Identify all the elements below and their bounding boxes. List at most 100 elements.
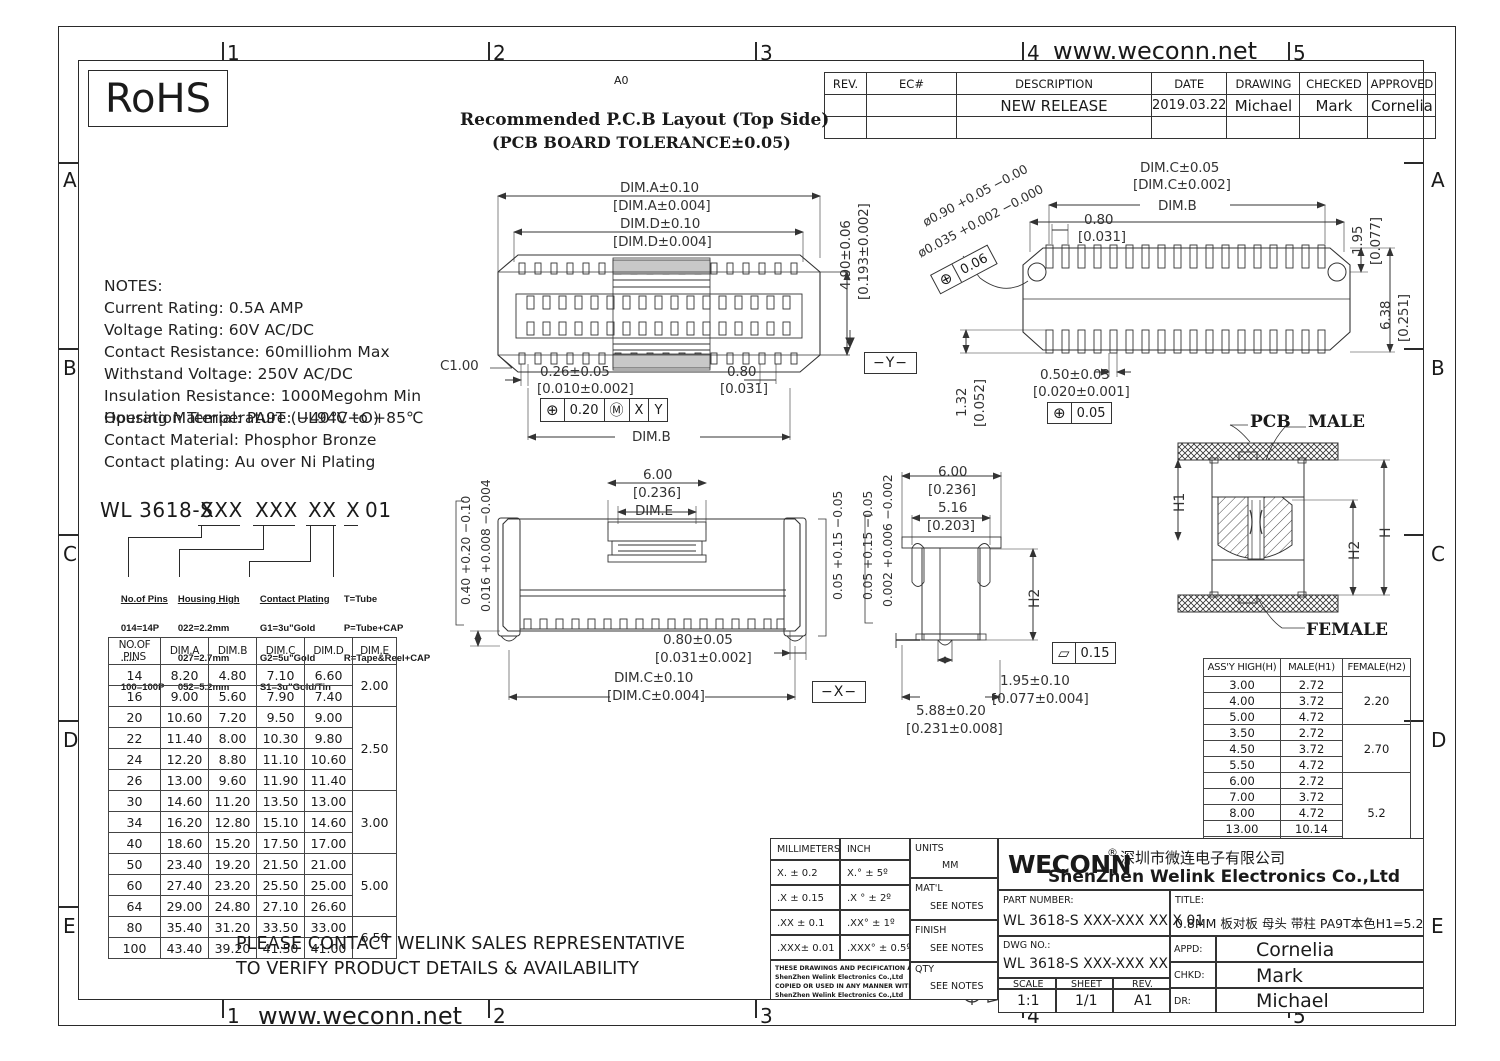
dimtab-cell-dim-b: 23.20 bbox=[208, 874, 257, 896]
rev-h5: CHECKED bbox=[1299, 72, 1369, 95]
company-registered-mark: ® bbox=[1107, 846, 1118, 859]
secv-516-inch: [0.203] bbox=[927, 518, 975, 534]
assy-cell-assy-high: 5.50 bbox=[1203, 756, 1281, 773]
dimtab-cell-dim-a: 8.20 bbox=[160, 664, 209, 686]
dimtab-cell-dim-d: 26.60 bbox=[304, 895, 353, 917]
assy-cell-assy-high: 4.50 bbox=[1203, 740, 1281, 757]
tv-edge-195: 1.95 bbox=[1350, 225, 1366, 255]
assy-h2: FEMALE(H2) bbox=[1342, 658, 1411, 677]
tv-bottom-position-frame: ⊕ 0.05 bbox=[1047, 402, 1112, 424]
pn-legend-packaging-l1: P=Tube+CAP bbox=[343, 623, 404, 635]
notes-title: NOTES: bbox=[104, 277, 163, 295]
zone-label-right-a: A bbox=[1431, 168, 1445, 192]
dimtab-cell-dim-a: 14.60 bbox=[160, 790, 209, 812]
assy-cell-male-h1: 2.72 bbox=[1280, 676, 1343, 693]
rev-h4: DRAWING bbox=[1226, 72, 1301, 95]
tol-mm-r1 bbox=[770, 885, 840, 910]
pn-legend-pins-l0: 014=14P bbox=[120, 623, 160, 635]
pcb-pad-width: 0.26±0.05 bbox=[540, 364, 610, 380]
dimtab-cell-dim-c: 33.50 bbox=[256, 916, 305, 938]
zone-label-left-a: A bbox=[63, 168, 77, 192]
materials-block: Housing Material: PA9T (UL94V−O) Contact… bbox=[104, 407, 379, 473]
tol-in-r0 bbox=[840, 860, 910, 885]
dimtab-cell-dim-a: 18.60 bbox=[160, 832, 209, 854]
dimtab-h5: DIM.E bbox=[352, 637, 397, 665]
sheet-value-cell bbox=[1056, 989, 1113, 1013]
dimtab-cell-dim-d: 10.60 bbox=[304, 748, 353, 770]
tv-edge-638-inch: [0.251] bbox=[1396, 294, 1412, 342]
sv-pitch-inch: [0.031±0.002] bbox=[655, 650, 752, 666]
pn-legend-plating-header: Contact Plating bbox=[259, 593, 330, 605]
scale-header-cell bbox=[998, 978, 1056, 989]
website-url-top[interactable]: www.weconn.net bbox=[1053, 37, 1258, 65]
dimtab-cell-dim-c: 11.10 bbox=[256, 748, 305, 770]
dimtab-cell-dim-b: 24.80 bbox=[208, 895, 257, 917]
website-url-bottom[interactable]: www.weconn.net bbox=[258, 1002, 463, 1030]
dimtab-cell-dim-d: 14.60 bbox=[304, 811, 353, 833]
dimtab-cell-dim-a: 43.40 bbox=[160, 937, 209, 959]
dimtab-cell-pins: 24 bbox=[108, 748, 161, 770]
part-number-value: WL 3618-S XXX-XXX XX X 01 bbox=[1003, 913, 1205, 929]
disclaimer-3: ShenZhen Welink Electronics Co.,Ltd bbox=[775, 992, 904, 999]
gdt-datum-x: X bbox=[630, 399, 650, 421]
zone-label-right-d: D bbox=[1431, 728, 1447, 752]
tol-in-header-cell bbox=[840, 838, 910, 860]
units-cell bbox=[910, 838, 998, 878]
dimtab-cell-dim-b: 15.20 bbox=[208, 832, 257, 854]
dimtab-cell-pins: 40 bbox=[108, 832, 161, 854]
assy-cell-male-h1: 4.72 bbox=[1280, 756, 1343, 773]
tol-in-r1 bbox=[840, 885, 910, 910]
assy-cell-male-h1: 3.72 bbox=[1280, 788, 1343, 805]
qty-value: SEE NOTES bbox=[930, 981, 984, 992]
secv-left-005-inch: 0.002 +0.006 −0.002 bbox=[880, 474, 895, 607]
pcb-layout-title-1: Recommended P.C.B Layout (Top Side) bbox=[460, 110, 830, 130]
assy-h0: ASS'Y HIGH(H) bbox=[1203, 658, 1281, 677]
sheet-value: 1/1 bbox=[1075, 993, 1098, 1009]
tol-mm-r0 bbox=[770, 860, 840, 885]
dimtab-cell-dim-c: 9.50 bbox=[256, 706, 305, 728]
units-value: MM bbox=[942, 860, 959, 871]
secv-516: 5.16 bbox=[938, 500, 968, 516]
company-brand: WECONN bbox=[1008, 850, 1132, 879]
rev-r1-approved bbox=[1367, 116, 1437, 139]
mating-female-label: FEMALE bbox=[1306, 620, 1388, 640]
assy-cell-male-h1: 4.72 bbox=[1280, 708, 1343, 725]
pcb-pad-width-inch: [0.010±0.002] bbox=[537, 381, 634, 397]
gdt-value-005: 0.05 bbox=[1076, 405, 1106, 421]
finish-value: SEE NOTES bbox=[930, 943, 984, 954]
dimtab-cell-dim-d: 25.00 bbox=[304, 874, 353, 896]
pcb-pitch: 0.80 bbox=[727, 364, 757, 380]
disclaimer-1: ShenZhen Welink Electronics Co.,Ltd bbox=[775, 974, 904, 981]
sv-dim-c: DIM.C±0.10 bbox=[614, 670, 694, 686]
mating-h2-label: H2 bbox=[1347, 540, 1363, 560]
dimtab-cell-dim-d: 13.00 bbox=[304, 790, 353, 812]
rev-r1-checked bbox=[1299, 116, 1369, 139]
dimtab-cell-dim-c: 17.50 bbox=[256, 832, 305, 854]
appd-value-cell bbox=[1216, 936, 1424, 962]
pn-legend-packaging-l0: T=Tube bbox=[343, 593, 378, 605]
dimtab-cell-dim-b: 5.60 bbox=[208, 685, 257, 707]
pcb-layout-title-2: (PCB BOARD TOLERANCE±0.05) bbox=[492, 133, 791, 152]
zone-label-top-5: 5 bbox=[1293, 41, 1306, 65]
disclaimer-0: THESE DRAWINGS AND PECIFICATION ARE Weli… bbox=[775, 965, 947, 972]
secv-195-inch: [0.077±0.004] bbox=[992, 691, 1089, 707]
chkd-value: Mark bbox=[1256, 965, 1303, 987]
zone-label-left-b: B bbox=[63, 356, 77, 380]
dimtab-cell-pins: 100 bbox=[108, 937, 161, 959]
pn-legend-housing-header: Housing High bbox=[177, 593, 240, 605]
dimtab-cell-dim-b: 39.20 bbox=[208, 937, 257, 959]
assy-cell-male-h1: 2.72 bbox=[1280, 772, 1343, 789]
secv-600: 6.00 bbox=[938, 464, 968, 480]
zone-label-left-c: C bbox=[63, 542, 77, 566]
dimtab-cell-dim-a: 12.20 bbox=[160, 748, 209, 770]
zone-label-bottom-2: 2 bbox=[493, 1004, 506, 1028]
pcb-pitch-inch: [0.031] bbox=[720, 381, 768, 397]
dimtab-cell-dim-e: 2.50 bbox=[352, 706, 397, 791]
secv-600-inch: [0.236] bbox=[928, 482, 976, 498]
